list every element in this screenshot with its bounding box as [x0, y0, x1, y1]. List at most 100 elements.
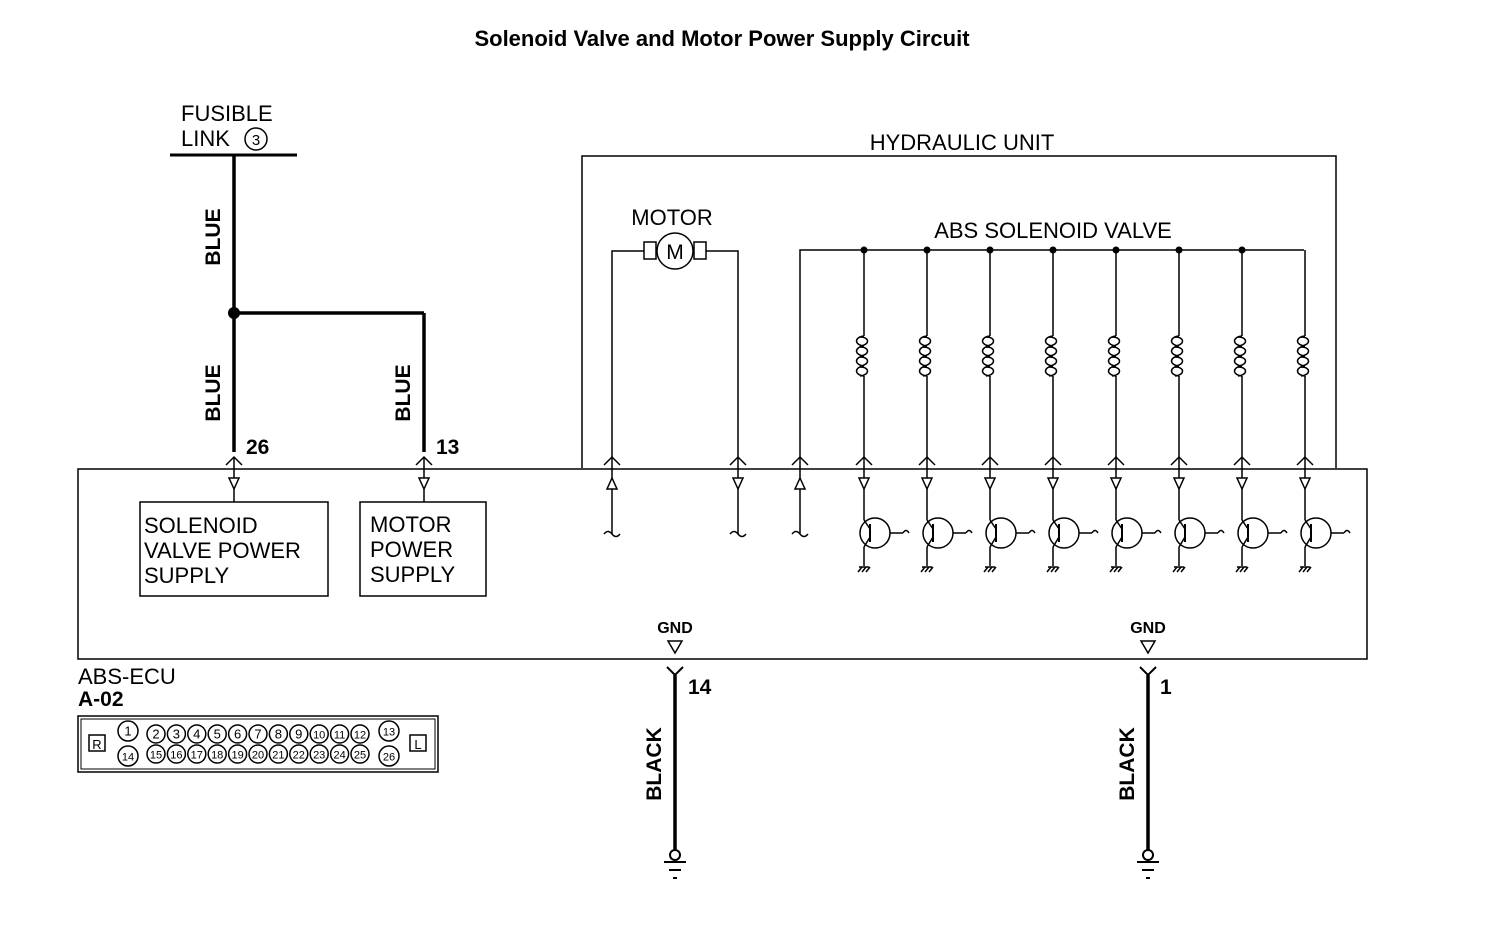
svg-text:11: 11	[334, 730, 345, 742]
abs-solenoid-valve: ABS SOLENOID VALVE	[799, 218, 1310, 458]
solenoid-coil-4	[1044, 246, 1058, 458]
solenoid-valve-label: ABS SOLENOID VALVE	[934, 218, 1172, 243]
fusible-link-label-2: LINK	[181, 126, 230, 151]
ecu-pin-motor-return	[603, 455, 621, 538]
pin-arrow-icon	[1298, 477, 1312, 491]
connector-pin-26: 26	[378, 745, 400, 767]
connector-pin-1: 1	[117, 720, 139, 742]
motor-supply-box	[359, 501, 487, 597]
motor-symbol: M	[666, 241, 684, 264]
solenoid-coil-7	[1233, 246, 1247, 458]
pin-arrow-icon	[857, 477, 871, 491]
svg-text:14: 14	[122, 752, 134, 764]
transistor-icon	[922, 517, 954, 549]
coil-icon	[1044, 335, 1058, 377]
svg-text:18: 18	[211, 750, 223, 762]
connector-pin-7: 7	[248, 724, 268, 744]
ecu-pin-26	[225, 455, 243, 502]
ground-right: GND 1 BLACK	[1116, 620, 1172, 879]
wire-color-black-1: BLACK	[643, 727, 666, 801]
coil-icon	[1233, 335, 1247, 377]
pin-arrow-icon	[1172, 477, 1186, 491]
solenoid-supply-text-2: VALVE POWER	[144, 538, 301, 563]
fusible-link: FUSIBLE LINK 3	[170, 101, 297, 157]
gnd-label-left: GND	[657, 620, 693, 637]
ecu-pin-solenoid-7	[1233, 455, 1251, 520]
connector-pin-4: 4	[187, 724, 207, 744]
pin-13-label: 13	[436, 436, 459, 459]
coil-icon	[1107, 335, 1121, 377]
svg-text:21: 21	[272, 750, 284, 762]
fusible-link-label: FUSIBLE	[181, 101, 273, 126]
solenoid-coil-6	[1170, 246, 1184, 458]
connector-pin-23: 23	[309, 744, 329, 764]
abs-ecu: SOLENOID VALVE POWER SUPPLY MOTOR POWER …	[77, 455, 1368, 711]
driver-transistors	[857, 517, 1351, 573]
motor-supply-text-2: POWER	[370, 537, 453, 562]
pin-arrow-icon	[731, 477, 745, 491]
connector-pin-25: 25	[350, 744, 370, 764]
pin-arrow-icon	[1109, 477, 1123, 491]
ecu-pin-solenoid-1	[855, 455, 873, 520]
svg-text:7: 7	[254, 727, 261, 742]
ecu-name: ABS-ECU	[78, 664, 176, 689]
connector-pin-14: 14	[117, 745, 139, 767]
transistor-icon	[859, 517, 891, 549]
svg-text:3: 3	[173, 727, 180, 742]
ecu-pin-solenoid-8	[1296, 455, 1314, 520]
diagram-title: Solenoid Valve and Motor Power Supply Ci…	[474, 26, 970, 51]
motor-supply-text-3: SUPPLY	[370, 562, 456, 587]
hydraulic-unit-label: HYDRAULIC UNIT	[870, 130, 1055, 155]
svg-text:19: 19	[231, 750, 243, 762]
wire-color-blue-3: BLUE	[392, 364, 415, 421]
pin-arrow-icon	[1235, 477, 1249, 491]
wire-color-black-2: BLACK	[1116, 727, 1139, 801]
motor-icon	[656, 232, 694, 270]
svg-text:1: 1	[124, 724, 131, 739]
solenoid-coil-5	[1107, 246, 1121, 458]
connector-pin-18: 18	[207, 744, 227, 764]
connector-pin-6: 6	[227, 724, 248, 744]
ground-point-left	[669, 849, 681, 861]
solenoid-coil-8	[1296, 250, 1310, 458]
ecu-pin-13	[415, 455, 433, 502]
connector-pin-15: 15	[146, 744, 166, 764]
ecu-pin-solenoid-2	[918, 455, 936, 520]
ecu-pin-solenoid-3	[981, 455, 999, 520]
coil-icon	[1296, 335, 1310, 377]
solenoid-coil-2	[918, 246, 932, 458]
pin-26-label: 26	[246, 436, 269, 459]
connector-pin-9: 9	[289, 724, 309, 744]
svg-text:23: 23	[313, 750, 325, 762]
transistor-icon	[1237, 517, 1269, 549]
svg-text:26: 26	[383, 752, 395, 764]
pin-arrow-icon	[227, 477, 241, 491]
fusible-link-number-circle	[244, 127, 268, 151]
coil-icon	[918, 335, 932, 377]
solenoid-coil-3	[981, 246, 995, 458]
ground-point-right	[1142, 849, 1154, 861]
motor: MOTOR M	[611, 205, 739, 458]
svg-text:2: 2	[152, 727, 159, 742]
ecu-box	[77, 468, 1368, 660]
connector-pin-2: 2	[146, 724, 166, 744]
ecu-connector-id: A-02	[78, 688, 124, 711]
ecu-input-pins	[225, 455, 1314, 538]
transistor-icon	[1300, 517, 1332, 549]
pin-14-label: 14	[688, 676, 712, 699]
transistor-icon	[985, 517, 1017, 549]
transistor-icon	[1174, 517, 1206, 549]
connector-pin-5: 5	[207, 724, 227, 744]
svg-text:15: 15	[150, 750, 162, 762]
connector-pin-11: 11	[329, 724, 350, 744]
connector-pin-22: 22	[289, 744, 309, 764]
gnd-label-right: GND	[1130, 620, 1166, 637]
ecu-pin-motor-drive	[729, 455, 747, 538]
transistor-icon	[1111, 517, 1143, 549]
coil-icon	[1170, 335, 1184, 377]
solenoid-coil-1	[855, 246, 869, 458]
ground-left: GND 14 BLACK	[643, 620, 712, 879]
svg-text:20: 20	[252, 750, 264, 762]
solenoid-supply-text-3: SUPPLY	[144, 563, 230, 588]
